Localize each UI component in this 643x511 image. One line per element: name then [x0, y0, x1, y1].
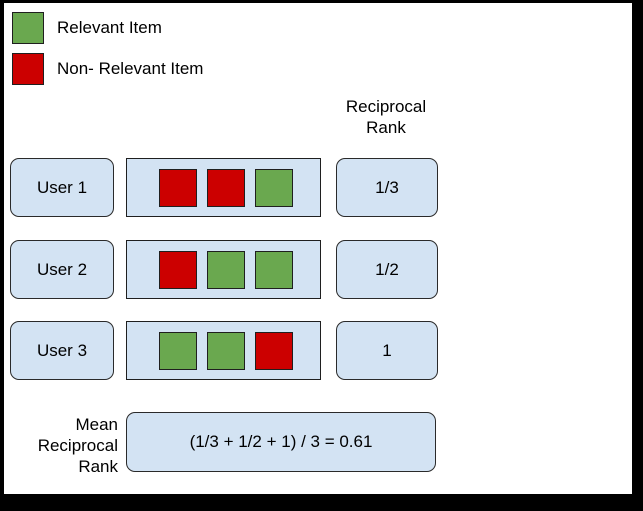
user-box-3: User 3	[10, 321, 114, 380]
user-box-2: User 2	[10, 240, 114, 299]
result-item-non-relevant	[207, 168, 245, 207]
mean-reciprocal-rank-box: (1/3 + 1/2 + 1) / 3 = 0.61	[126, 412, 436, 472]
reciprocal-rank-column-header: Reciprocal Rank	[345, 97, 427, 137]
reciprocal-rank-box-3: 1	[336, 321, 438, 380]
user-box-1: User 1	[10, 158, 114, 217]
user-label-2: User 2	[36, 259, 88, 279]
result-item-non-relevant	[255, 331, 293, 370]
result-list-3	[126, 321, 321, 380]
result-item-non-relevant	[159, 168, 197, 207]
diagram-canvas: Relevant Item Non- Relevant Item Recipro…	[4, 3, 632, 494]
mean-reciprocal-rank-label: Mean Reciprocal Rank	[37, 415, 118, 476]
reciprocal-rank-value-3: 1	[382, 340, 392, 360]
reciprocal-rank-box-1: 1/3	[336, 158, 438, 217]
user-label-3: User 3	[36, 340, 88, 360]
reciprocal-rank-value-1: 1/3	[375, 177, 399, 197]
legend-entry-non-relevant: Non- Relevant Item	[12, 53, 203, 85]
green-swatch-icon	[12, 12, 44, 44]
result-item-relevant	[207, 250, 245, 289]
result-list-2	[126, 240, 321, 299]
result-item-non-relevant	[159, 250, 197, 289]
result-item-relevant	[255, 250, 293, 289]
result-item-relevant	[207, 331, 245, 370]
legend-label-non-relevant: Non- Relevant Item	[57, 59, 204, 78]
result-item-relevant	[255, 168, 293, 207]
result-list-1	[126, 158, 321, 217]
reciprocal-rank-box-2: 1/2	[336, 240, 438, 299]
legend-label-relevant: Relevant Item	[57, 18, 162, 37]
red-swatch-icon	[12, 53, 44, 85]
user-label-1: User 1	[36, 177, 88, 197]
result-item-relevant	[159, 331, 197, 370]
legend-entry-relevant: Relevant Item	[12, 12, 203, 44]
mean-reciprocal-rank-formula: (1/3 + 1/2 + 1) / 3 = 0.61	[189, 432, 373, 451]
reciprocal-rank-value-2: 1/2	[375, 259, 399, 279]
legend: Relevant Item Non- Relevant Item	[12, 12, 203, 85]
